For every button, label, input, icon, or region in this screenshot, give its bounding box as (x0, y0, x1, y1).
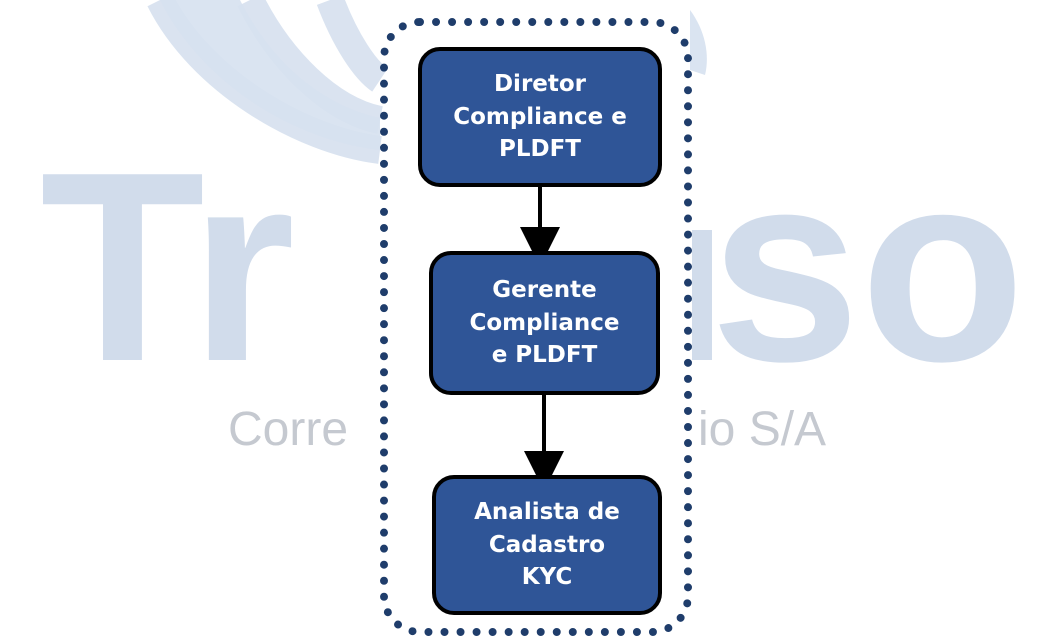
node-diretor-line-3: PLDFT (498, 136, 581, 163)
node-analista: Analista de Cadastro KYC (432, 475, 662, 615)
node-gerente-line-1: Gerente (492, 277, 597, 304)
node-gerente: Gerente Compliance e PLDFT (429, 251, 660, 395)
globe-icon (147, 0, 389, 164)
watermark-tagline-left: Corre (228, 403, 348, 456)
node-gerente-line-3: e PLDFT (491, 342, 598, 369)
node-diretor: Diretor Compliance e PLDFT (418, 47, 662, 187)
watermark-tagline-right: io S/A (698, 403, 826, 456)
node-diretor-line-2: Compliance e (453, 103, 627, 130)
node-analista-line-2: Cadastro (488, 531, 606, 558)
node-diretor-line-1: Diretor (493, 71, 587, 98)
node-analista-line-3: KYC (521, 564, 573, 591)
node-gerente-line-2: Compliance (469, 309, 620, 336)
watermark-brand-left: Tr (40, 117, 295, 418)
org-frame (380, 18, 692, 636)
watermark-brand-right: so (710, 117, 1025, 418)
node-analista-line-1: Analista de (474, 499, 620, 526)
